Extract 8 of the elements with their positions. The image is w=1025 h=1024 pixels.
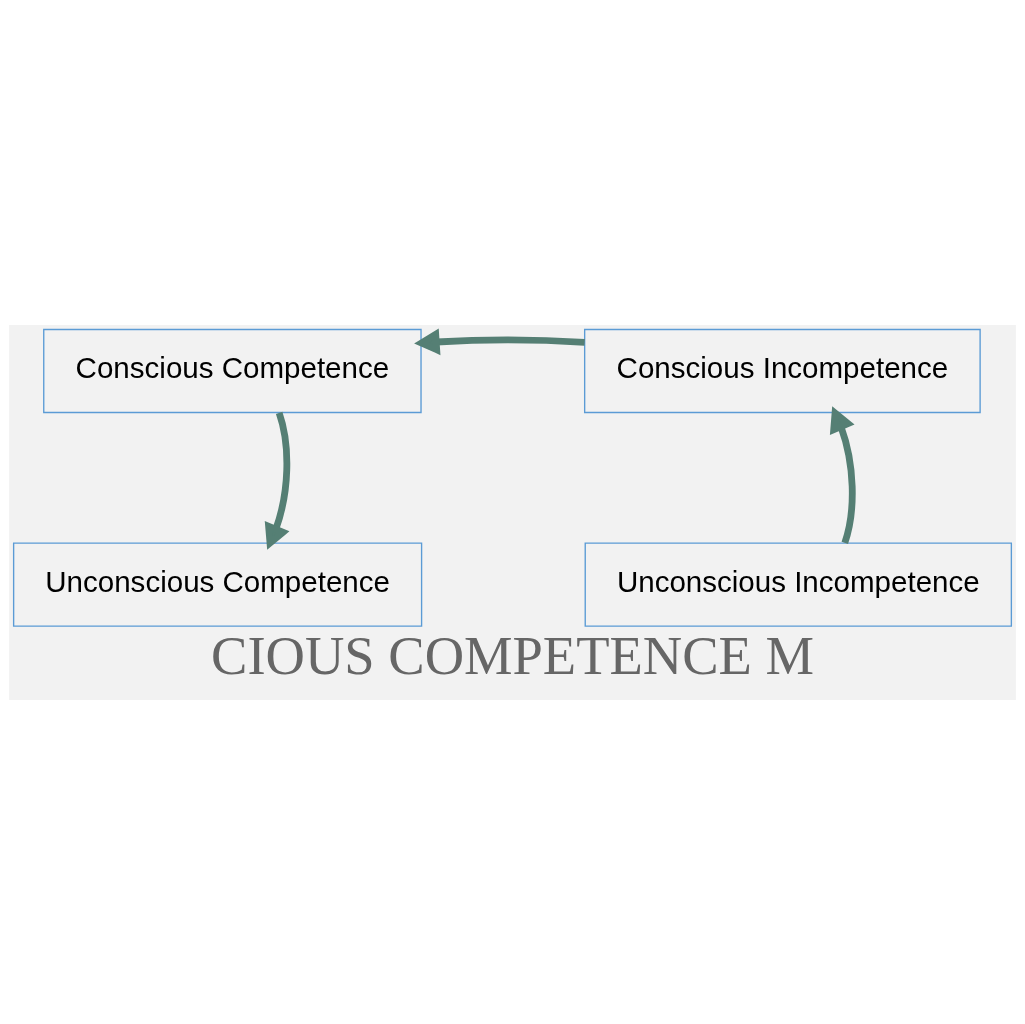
diagram-title: CIOUS COMPETENCE M xyxy=(211,624,814,686)
arrow xyxy=(264,411,291,550)
node-box: Conscious Incompetence xyxy=(584,328,981,413)
arrow xyxy=(414,327,585,355)
arrow xyxy=(829,405,856,544)
node-box: Unconscious Incompetence xyxy=(584,542,1013,627)
node-box: Unconscious Competence xyxy=(12,542,423,627)
node-box: Conscious Competence xyxy=(43,328,422,413)
